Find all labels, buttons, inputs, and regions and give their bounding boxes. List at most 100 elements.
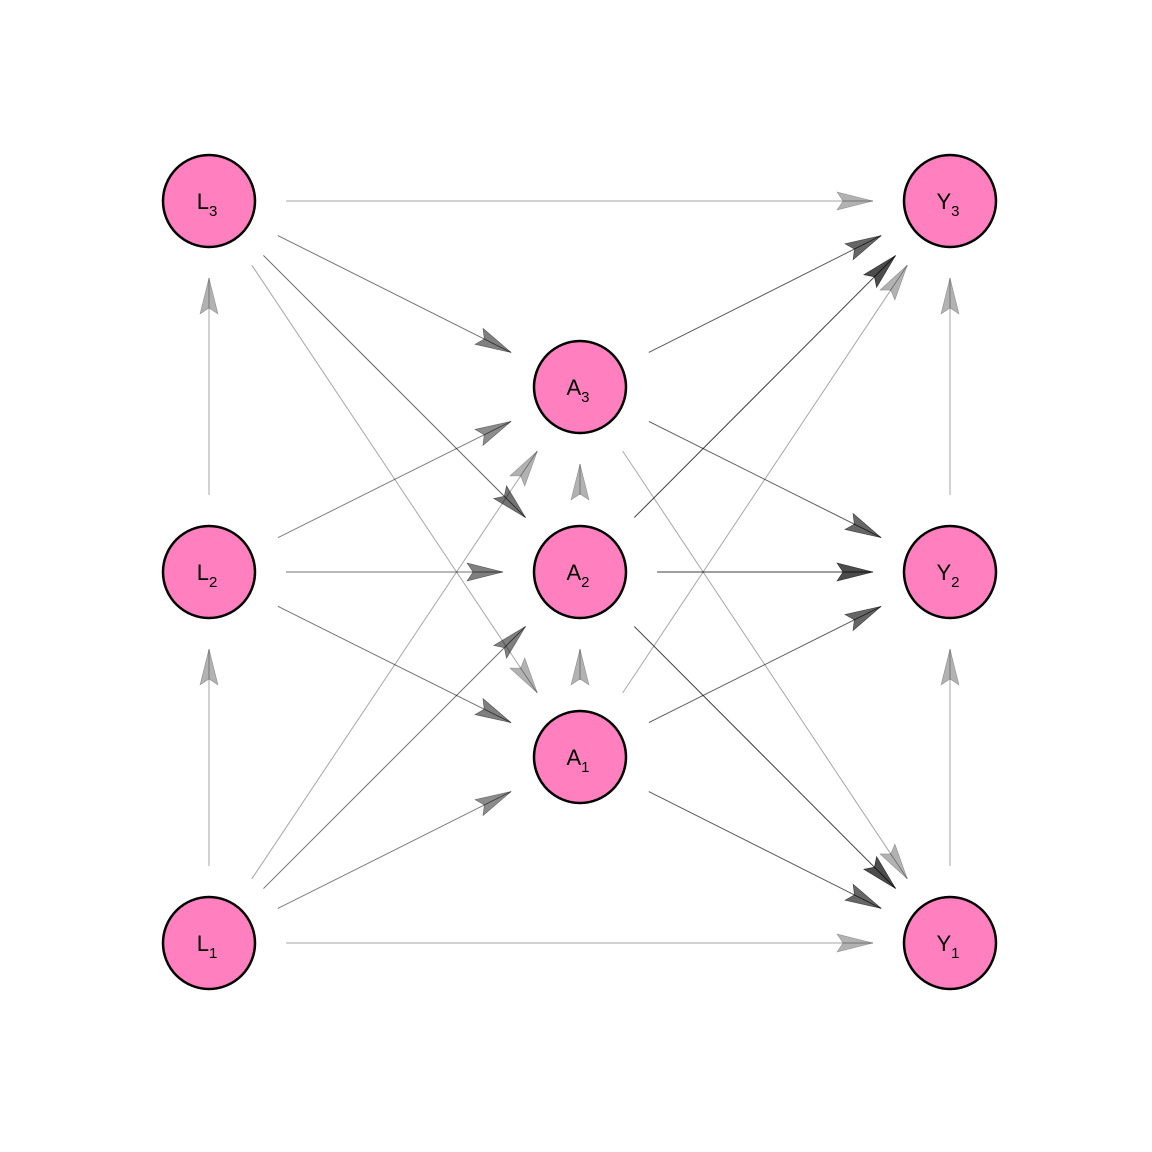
node-subscript: 1: [581, 759, 589, 776]
edge-line: [634, 626, 896, 889]
node-subscript: 3: [951, 203, 959, 220]
edge-A1-Y2: [648, 605, 882, 724]
edge-line: [277, 235, 512, 353]
node-Y2: Y2: [902, 524, 998, 620]
node-circle: [161, 524, 257, 620]
node-A1: A1: [532, 709, 628, 805]
node-circle: [532, 339, 628, 435]
edge-line: [263, 626, 526, 889]
edge-A3-Y3: [648, 235, 882, 353]
node-circle: [532, 524, 628, 620]
edge-L2-A2: [286, 562, 504, 582]
edge-line: [622, 264, 908, 694]
arrowhead: [466, 562, 504, 582]
edge-line: [263, 255, 526, 518]
arrowhead: [940, 277, 960, 315]
arrowhead: [474, 791, 512, 817]
edge-line: [277, 605, 512, 724]
arrowhead: [862, 855, 896, 889]
arrowhead: [509, 450, 538, 487]
arrowhead: [474, 327, 512, 353]
node-circle: [161, 895, 257, 991]
edge-line: [277, 420, 512, 539]
edge-L2-A3: [277, 420, 512, 539]
node-subscript: 3: [581, 389, 589, 406]
edge-A1-A2: [570, 648, 590, 686]
edge-L3-A2: [263, 255, 526, 518]
node-A2: A2: [532, 524, 628, 620]
node-L2: L2: [161, 524, 257, 620]
node-subscript: 1: [951, 945, 959, 962]
node-Y1: Y1: [902, 895, 998, 991]
node-L3: L3: [161, 153, 257, 249]
edge-line: [648, 420, 882, 539]
node-subscript: 2: [209, 574, 217, 591]
arrowhead: [199, 648, 219, 686]
node-letter: Y: [936, 931, 951, 956]
arrowhead: [836, 562, 874, 582]
arrowhead: [492, 484, 526, 518]
node-label: Y3: [936, 189, 959, 220]
edge-A2-Y2: [657, 562, 874, 582]
edge-A3-Y2: [648, 420, 882, 539]
arrowhead: [836, 933, 874, 953]
node-label: L1: [197, 931, 218, 962]
edge-line: [634, 255, 896, 518]
arrowhead: [199, 277, 219, 315]
node-L1: L1: [161, 895, 257, 991]
arrowhead: [570, 463, 590, 501]
node-circle: [902, 153, 998, 249]
arrowhead: [844, 512, 882, 538]
edge-A2-A3: [570, 463, 590, 501]
node-label: L2: [197, 560, 218, 591]
node-letter: L: [197, 560, 209, 585]
edge-L1-L2: [199, 648, 219, 866]
edge-L3-Y3: [286, 191, 874, 211]
arrowhead: [474, 697, 512, 723]
edge-L1-A1: [277, 791, 512, 909]
edge-Y1-Y2: [940, 648, 960, 866]
node-label: Y1: [936, 931, 959, 962]
edge-Y2-Y3: [940, 277, 960, 495]
edge-A1-Y1: [648, 791, 882, 909]
node-label: A3: [566, 375, 589, 406]
arrowhead: [509, 657, 538, 694]
edge-line: [277, 791, 512, 909]
arrowhead: [474, 421, 512, 447]
node-subscript: 2: [951, 574, 959, 591]
node-circle: [161, 153, 257, 249]
edge-A2-Y3: [634, 255, 896, 518]
arrowhead: [862, 255, 896, 289]
node-circle: [902, 895, 998, 991]
edge-line: [648, 605, 882, 724]
arrowhead: [844, 606, 882, 632]
edge-line: [251, 450, 538, 880]
arrowhead: [836, 191, 874, 211]
arrowhead: [844, 235, 882, 261]
node-letter: A: [566, 745, 581, 770]
arrowhead: [879, 843, 908, 880]
edge-L1-A3: [251, 450, 538, 880]
node-letter: Y: [936, 189, 951, 214]
edge-line: [648, 235, 882, 353]
edge-A1-Y3: [622, 264, 908, 694]
node-circle: [902, 524, 998, 620]
node-circle: [532, 709, 628, 805]
node-subscript: 1: [209, 945, 217, 962]
edge-L1-Y1: [286, 933, 874, 953]
node-letter: A: [566, 560, 581, 585]
arrowhead: [879, 264, 908, 301]
node-letter: L: [197, 189, 209, 214]
edge-L2-A1: [277, 605, 512, 724]
node-label: A2: [566, 560, 589, 591]
node-A3: A3: [532, 339, 628, 435]
node-letter: A: [566, 375, 581, 400]
node-label: Y2: [936, 560, 959, 591]
node-label: A1: [566, 745, 589, 776]
arrowhead: [844, 883, 882, 909]
edge-L1-A2: [263, 626, 526, 889]
arrowhead: [492, 626, 526, 660]
arrowhead: [940, 648, 960, 686]
